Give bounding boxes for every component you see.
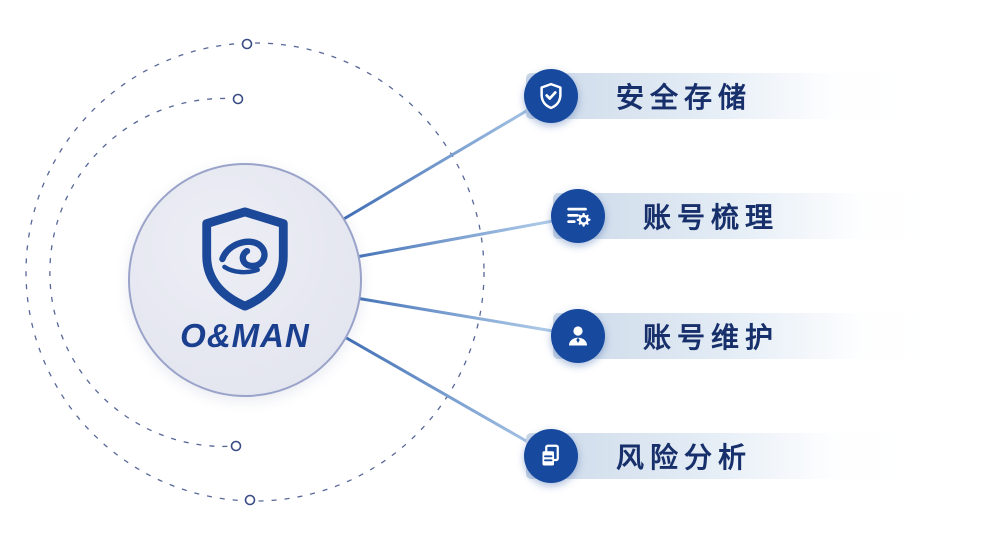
feature-row: 风险分析 [524,429,911,483]
list-gear-icon [567,207,591,227]
connector-line [354,296,555,333]
orbit-node [244,494,256,506]
feature-bar [553,193,938,239]
documents-icon [542,444,559,466]
connector-line [341,334,530,444]
feature-icon-badge [524,69,578,123]
feature-label: 账号梳理 [643,202,780,233]
feature-icon-badge [551,309,605,363]
feature-icon-badge [524,429,578,483]
orbit-node [230,440,242,452]
feature-row: 账号梳理 [551,189,938,243]
feature-icon-badge [551,189,605,243]
feature-bar [553,313,938,359]
orbit-node [241,38,253,50]
orbit-node [232,93,244,105]
feature-row: 账号维护 [551,309,938,363]
feature-row: 安全存储 [524,69,911,123]
logo-circle: O&MAN [128,163,362,397]
feature-label: 风险分析 [616,442,753,473]
person-icon [569,326,587,346]
connector-line [340,108,530,222]
feature-label: 安全存储 [616,82,753,113]
shield-wave-logo-icon [202,207,288,311]
feature-bar [526,433,911,479]
shield-check-icon [540,82,562,110]
connector-line [354,219,555,259]
logo-title: O&MAN [180,317,310,354]
feature-bar [526,73,911,119]
feature-label: 账号维护 [643,322,780,353]
